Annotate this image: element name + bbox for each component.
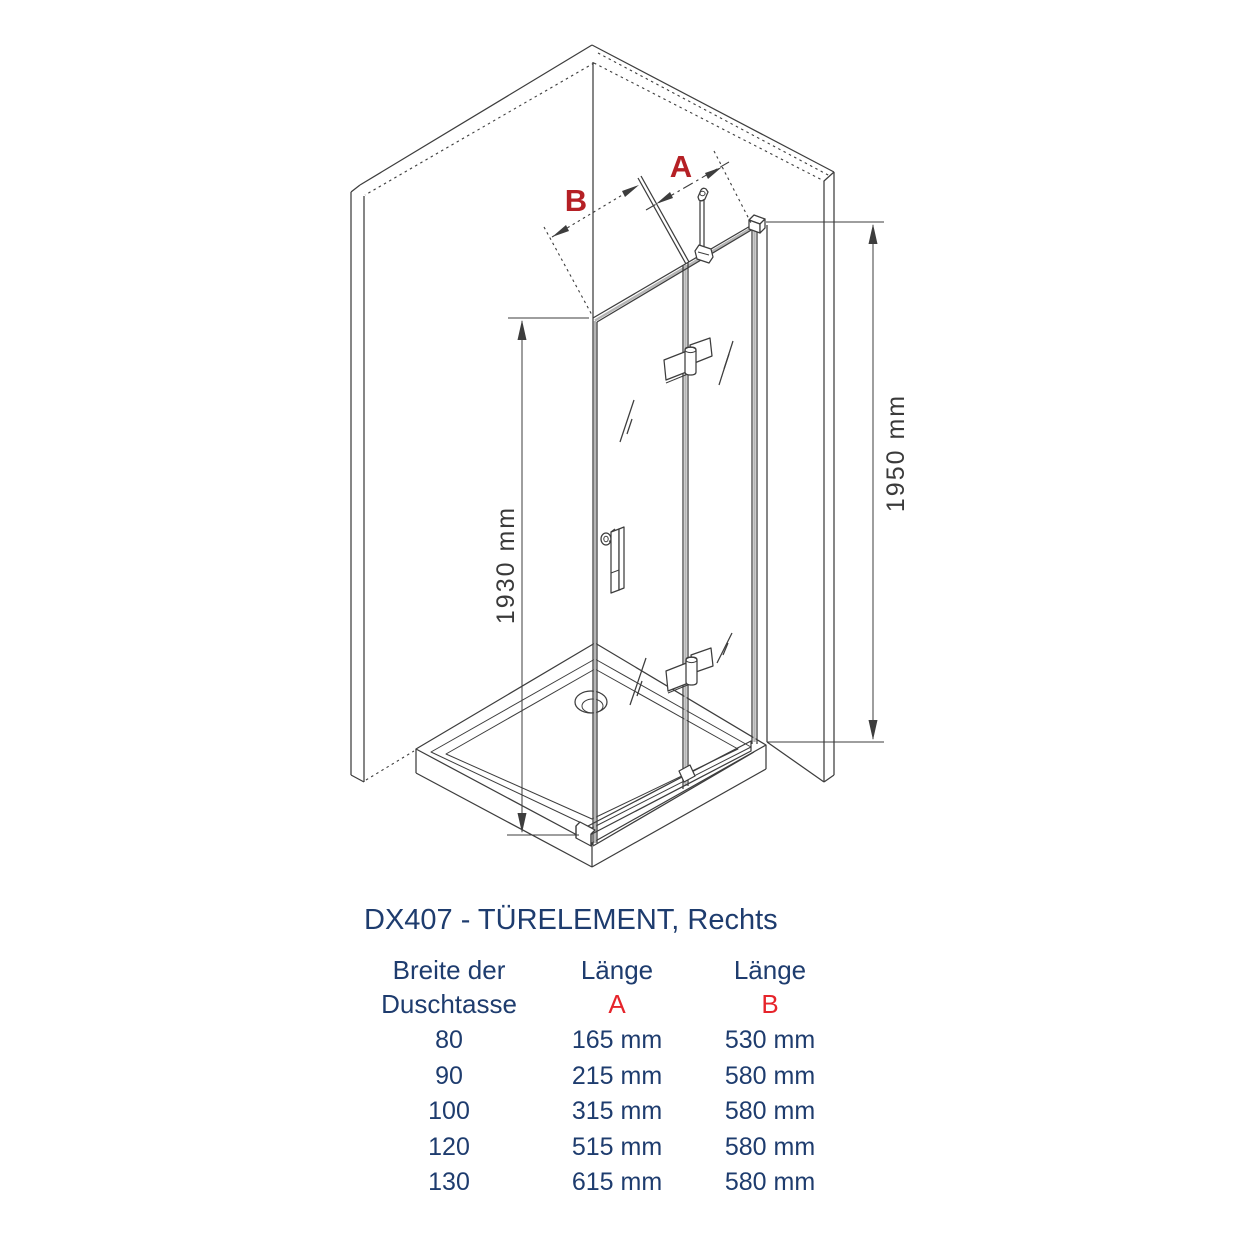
table-cell: 120 [428,1132,470,1161]
table-cell: 580 mm [724,1061,816,1090]
hinge-top [663,337,713,384]
table-header-length-b-line1: Länge [733,955,807,985]
door-bottom-edge [592,751,755,847]
table-cell: 90 [435,1061,463,1090]
dimension-panel-height: 1950 mm [766,221,910,743]
table-cell: 165 mm [571,1026,663,1054]
table-cell: 80 [435,1026,463,1054]
table-cell: 315 mm [571,1097,663,1126]
wall-profile-cap [748,214,766,234]
divider-foot-block [678,764,696,783]
table-header-a: A [608,989,626,1019]
table-header-width-line2: Duschtasse [381,989,517,1019]
door-top-edge [592,224,754,323]
technical-drawing: B A 1930 mm 1950 mm [350,44,910,868]
door-handle [600,526,625,594]
door-left-profile [592,318,598,845]
table-row: 80 165 mm 530 mm [0,1026,1240,1062]
table-header-length-a-line1: Länge [580,955,654,985]
table-row: 130 615 mm 580 mm [0,1168,1240,1204]
dimension-b: B [543,175,690,316]
door-element [575,187,766,847]
bottom-seal-strip [575,740,752,847]
table-cell: 515 mm [571,1132,663,1161]
table-header-width-line1: Breite der [392,955,506,985]
left-wall [350,44,595,783]
table-cell: 615 mm [571,1168,663,1197]
table-cell: 580 mm [724,1097,816,1126]
table-cell: 130 [428,1168,470,1197]
table-cell: 215 mm [571,1061,663,1090]
dimension-door-height: 1930 mm [492,317,589,836]
table-cell: 100 [428,1097,470,1126]
table-row: 120 515 mm 580 mm [0,1133,1240,1169]
table-cell: 580 mm [724,1168,816,1197]
dimension-a: A [645,149,752,224]
panel-height-text: 1950 mm [882,394,910,512]
table-cell: 530 mm [724,1026,816,1054]
table-header-b: B [761,989,779,1019]
wall-profile [751,226,758,744]
page-title: DX407 - TÜRELEMENT, Rechts [364,904,778,936]
support-bar [694,187,714,264]
drain [574,690,608,714]
right-wall [591,44,884,783]
table-row: 100 315 mm 580 mm [0,1097,1240,1133]
hinge-bottom [665,647,714,694]
label-a: A [670,149,692,184]
table-row: 90 215 mm 580 mm [0,1062,1240,1098]
door-height-text: 1930 mm [492,506,520,624]
label-b: B [565,183,587,218]
table-cell: 580 mm [724,1132,816,1161]
glass-reflection-marks [619,340,734,706]
